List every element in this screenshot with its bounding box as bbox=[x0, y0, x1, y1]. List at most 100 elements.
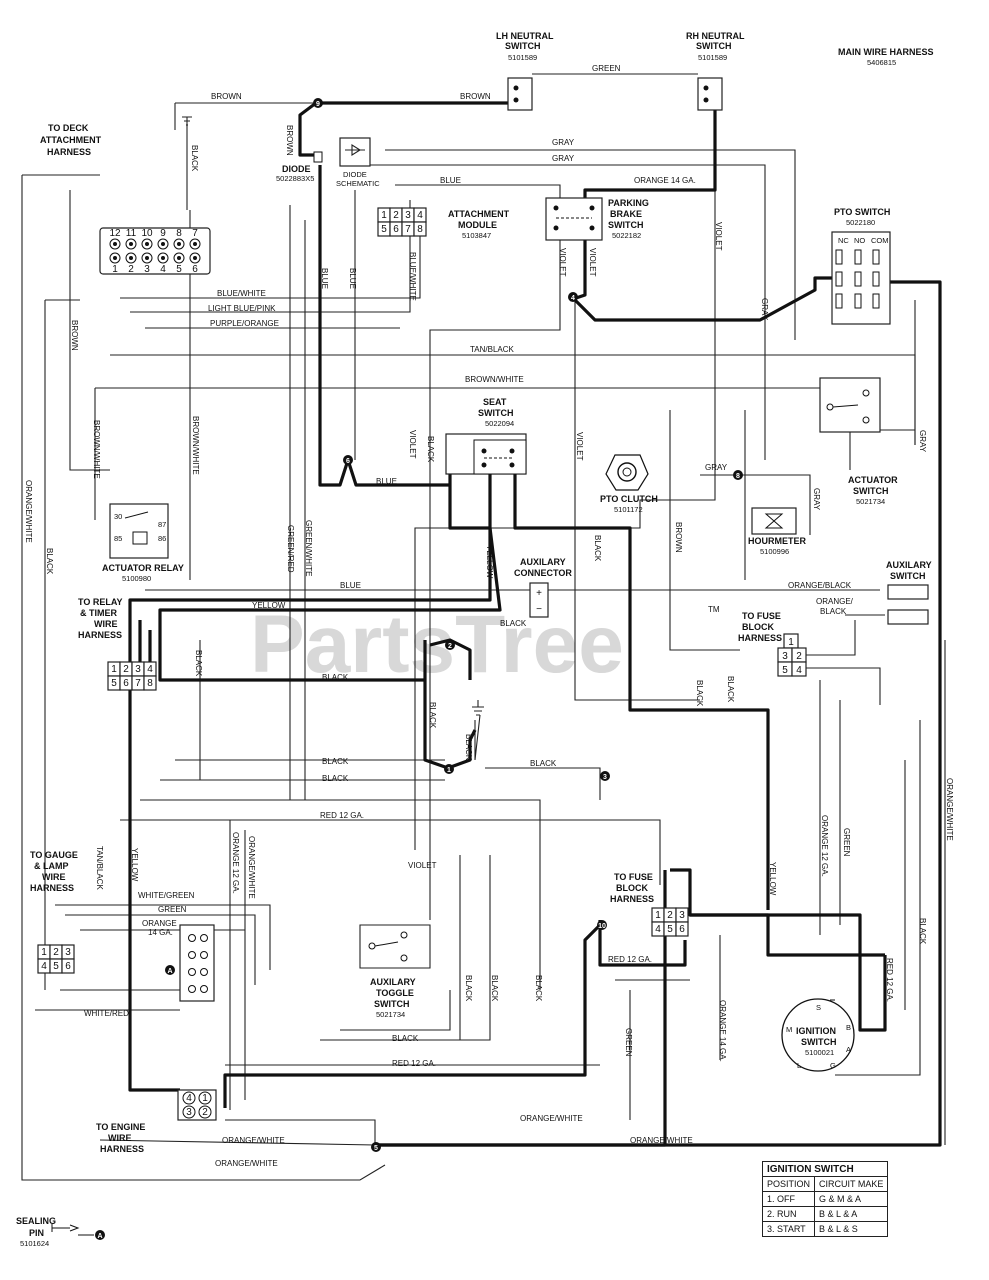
svg-text:IGNITION: IGNITION bbox=[796, 1026, 836, 1036]
deck-connector-pin-core bbox=[177, 242, 181, 246]
wire-label-black-aux: BLACK bbox=[500, 619, 527, 628]
svg-text:G: G bbox=[830, 1061, 836, 1070]
wire-label-orange-white-e2: ORANGE/WHITE bbox=[222, 1136, 285, 1145]
svg-text:BRAKE: BRAKE bbox=[610, 209, 642, 219]
svg-text:PTO CLUTCH: PTO CLUTCH bbox=[600, 494, 658, 504]
relay-timer-pin-label: 7 bbox=[135, 678, 141, 689]
fuse-block-2-pin-label: 4 bbox=[655, 924, 661, 935]
wire-label-blue-seat: BLUE bbox=[376, 477, 397, 486]
svg-text:−: − bbox=[536, 604, 542, 615]
wire-label-blue-top: BLUE bbox=[440, 176, 461, 185]
wire-label-blue-v1: BLUE bbox=[320, 268, 329, 289]
wire-label-black-a: BLACK bbox=[322, 757, 349, 766]
wire-label-blue-v2: BLUE bbox=[348, 268, 357, 289]
engine-harness-pin bbox=[198, 1105, 212, 1119]
deck-connector-pin-label: 2 bbox=[128, 264, 134, 275]
svg-text:5101589: 5101589 bbox=[698, 53, 727, 62]
table-title: IGNITION SWITCH bbox=[761, 1161, 889, 1177]
svg-text:WIRE: WIRE bbox=[42, 872, 66, 882]
splice-5 bbox=[371, 1142, 381, 1152]
svg-text:5021734: 5021734 bbox=[856, 497, 885, 506]
fuse-block-1-pin-label: 4 bbox=[796, 665, 802, 676]
fuse-block-1-pin-label: 3 bbox=[782, 651, 788, 662]
actuator-relay: 30 87 85 86 ACTUATOR RELAY 5100980 bbox=[102, 503, 184, 583]
splices: 9 4 6 2 1 3 8 10 5 bbox=[313, 98, 743, 1152]
svg-text:A: A bbox=[97, 1233, 102, 1240]
relay-timer-pin-label: 4 bbox=[147, 664, 153, 675]
deck-connector-pin-label: 8 bbox=[176, 228, 182, 239]
svg-text:5101624: 5101624 bbox=[20, 1239, 49, 1248]
deck-connector-pin-core bbox=[145, 256, 149, 260]
svg-text:NO: NO bbox=[854, 236, 865, 245]
thick-wires bbox=[128, 101, 942, 1147]
wire-label-brown-white-m: BROWN/WHITE bbox=[191, 416, 200, 475]
svg-text:ACTUATOR RELAY: ACTUATOR RELAY bbox=[102, 563, 184, 573]
svg-text:+: + bbox=[536, 588, 542, 599]
svg-text:HARNESS: HARNESS bbox=[738, 633, 782, 643]
wire-label-white-green: WHITE/GREEN bbox=[138, 891, 195, 900]
wire-label-red12-b: RED 12 GA. bbox=[392, 1059, 436, 1068]
fuse-block-1-pin bbox=[791, 661, 807, 677]
svg-text:LH NEUTRAL: LH NEUTRAL bbox=[496, 31, 554, 41]
attachment-module-pin-label: 4 bbox=[417, 210, 423, 221]
svg-text:A: A bbox=[846, 1045, 851, 1054]
svg-text:RH NEUTRAL: RH NEUTRAL bbox=[686, 31, 745, 41]
svg-text:SWITCH: SWITCH bbox=[608, 220, 644, 230]
gauge-relay-block: A bbox=[165, 924, 215, 1002]
parking-brake-switch: PARKING BRAKE SWITCH 5022182 bbox=[545, 197, 649, 241]
fuse-block-2-pin-label: 2 bbox=[667, 910, 673, 921]
svg-text:5100996: 5100996 bbox=[760, 547, 789, 556]
engine-harness-pin-label: 4 bbox=[186, 1093, 192, 1104]
svg-text:S: S bbox=[816, 1003, 821, 1012]
wire-label-brown-hm: BROWN bbox=[674, 522, 683, 553]
deck-connector-pin-label: 9 bbox=[160, 228, 166, 239]
gauge-harness-pin-label: 4 bbox=[41, 961, 47, 972]
svg-text:5101172: 5101172 bbox=[614, 505, 643, 514]
wire-label-green-b: GREEN bbox=[624, 1028, 633, 1057]
splice-10-label: 10 bbox=[598, 923, 606, 930]
svg-text:SWITCH: SWITCH bbox=[374, 999, 410, 1009]
wire-label-black-hm2: BLACK bbox=[726, 676, 735, 703]
svg-text:85: 85 bbox=[114, 534, 122, 543]
table-cell: G & M & A bbox=[814, 1191, 889, 1207]
wire-label-black-b: BLACK bbox=[322, 774, 349, 783]
ignition-switch-table: IGNITION SWITCH POSITION CIRCUIT MAKE 1.… bbox=[761, 1161, 889, 1237]
wire-label-brown-white: BROWN/WHITE bbox=[465, 375, 524, 384]
wire-label-green-g: GREEN bbox=[158, 905, 187, 914]
wire-label-gray-v: GRAY bbox=[760, 298, 769, 321]
wire-label-yellow-r: YELLOW bbox=[768, 862, 777, 896]
wire-label-violet-right: VIOLET bbox=[714, 222, 723, 251]
rh-neutral-switch: RH NEUTRAL SWITCH 5101589 bbox=[686, 31, 745, 111]
svg-text:HARNESS: HARNESS bbox=[610, 894, 654, 904]
splice-2-label: 2 bbox=[448, 643, 452, 650]
svg-text:ATTACHMENT: ATTACHMENT bbox=[40, 135, 102, 145]
pto-switch: PTO SWITCH 5022180 NC NO COM bbox=[831, 207, 891, 325]
table-cell: B & L & A bbox=[814, 1206, 889, 1222]
deck-connector-pin-core bbox=[129, 242, 133, 246]
attachment-module-pin-label: 6 bbox=[393, 224, 399, 235]
svg-text:& TIMER: & TIMER bbox=[80, 608, 117, 618]
wire-label-black-t4: BLACK bbox=[392, 1034, 419, 1043]
svg-text:TO RELAY: TO RELAY bbox=[78, 597, 123, 607]
thin-wires bbox=[21, 73, 946, 1181]
deck-connector-pin-core bbox=[161, 256, 165, 260]
svg-text:WIRE: WIRE bbox=[108, 1133, 132, 1143]
wire-label-brown-diode: BROWN bbox=[285, 125, 294, 156]
attachment-module-pin-label: 8 bbox=[417, 224, 423, 235]
fuse-block-1-pin-label: 1 bbox=[788, 637, 794, 648]
splice-3-label: 3 bbox=[603, 774, 607, 781]
svg-text:SWITCH: SWITCH bbox=[478, 408, 514, 418]
wire-label-black-s1: BLACK bbox=[464, 734, 473, 761]
deck-connector-pin-label: 11 bbox=[126, 228, 137, 239]
seat-switch: SEAT SWITCH 5022094 bbox=[445, 397, 527, 475]
table-cell: B & L & S bbox=[814, 1221, 889, 1237]
wire-label-orange12-r: ORANGE 12 GA. bbox=[820, 815, 829, 877]
wire-label-tan-black: TAN/BLACK bbox=[470, 345, 515, 354]
page-part-number: 5406815 bbox=[867, 58, 896, 67]
deck-connector-pin-core bbox=[193, 242, 197, 246]
wire-label-tan-black-g: TAN/BLACK bbox=[95, 846, 104, 891]
splice-6 bbox=[343, 455, 353, 465]
svg-text:AUXILARY: AUXILARY bbox=[370, 977, 416, 987]
